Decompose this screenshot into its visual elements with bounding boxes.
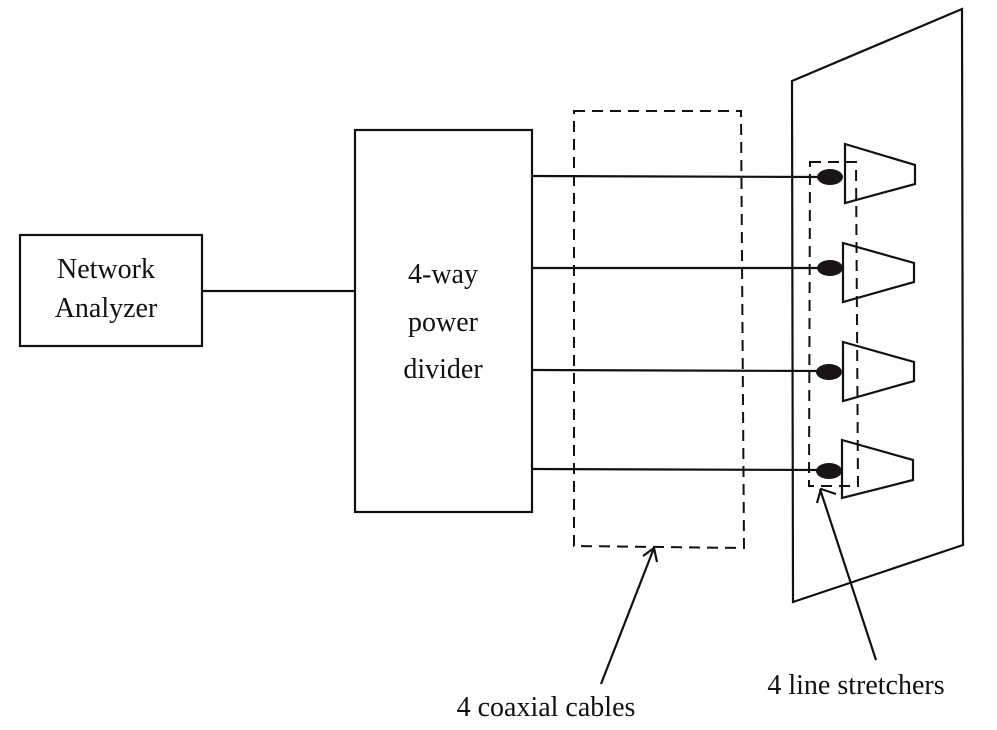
coaxial-cable-line [531,368,823,373]
coaxial-cable-line [531,467,823,472]
coaxial-cables-arrow [599,546,659,685]
connector [816,463,842,479]
arrow-head-icon [815,487,837,504]
coaxial-cable-line [531,174,823,179]
antenna-panel [790,7,965,604]
network-analyzer-block: Network Analyzer [18,233,204,348]
connector [817,260,843,276]
power-divider-block: 4-way power divider [353,128,534,514]
power-divider-box [353,128,534,514]
power-divider-label-line3: divider [403,354,483,385]
connector [816,364,842,380]
network-analyzer-box [18,233,204,348]
network-analyzer-label-line1: Network [57,254,155,285]
arrow-shaft [599,547,656,685]
line-stretchers-label: 4 line stretchers [767,670,944,701]
line-stretchers-arrow [815,487,878,661]
power-divider-label-line1: 4-way [408,259,478,290]
line-stretcher [841,241,916,304]
line-stretcher [841,340,916,403]
coaxial-cables-group-box [573,110,746,550]
power-divider-label-line2: power [408,307,479,338]
network-analyzer-label-line2: Analyzer [55,293,158,324]
connector [817,169,843,185]
arrow-head-icon [642,546,659,563]
arrow-shaft [818,488,878,661]
coaxial-cables-label: 4 coaxial cables [457,692,636,723]
line-stretcher [840,438,915,500]
line-stretchers-group-box [807,161,860,487]
line-stretcher [843,142,917,205]
